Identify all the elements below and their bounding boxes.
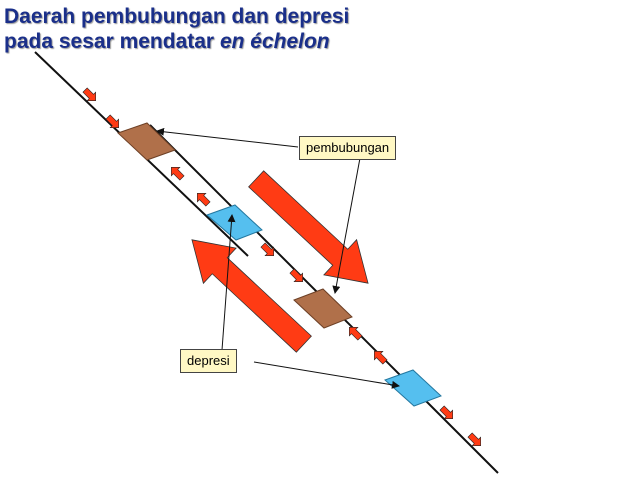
leader-depresi-upper xyxy=(221,214,236,351)
small-arrow xyxy=(105,114,119,128)
title-line-2-main: pada sesar mendatar xyxy=(4,30,220,53)
depresi-zone-lower xyxy=(384,369,442,407)
small-arrow xyxy=(260,242,274,256)
small-arrow xyxy=(439,405,453,419)
pembubungan-zone-lower xyxy=(293,288,353,329)
small-arrow xyxy=(171,167,185,181)
label-depresi: depresi xyxy=(180,349,237,373)
small-arrows-bottom xyxy=(439,405,481,446)
small-arrow xyxy=(197,193,211,207)
pembubungan-zone-upper xyxy=(117,122,176,161)
diagram-title: Daerah pembubungan dan depresi pada sesa… xyxy=(4,4,349,54)
title-line-1: Daerah pembubungan dan depresi xyxy=(4,5,350,28)
large-arrow-up-left xyxy=(191,239,312,353)
leader-pembubungan-lower xyxy=(332,157,361,294)
title-line-2-italic: en échelon xyxy=(219,30,330,53)
small-arrows-upper-fault xyxy=(82,87,119,128)
small-arrow xyxy=(349,327,363,341)
large-arrow-down-right xyxy=(248,170,369,284)
leader-pembubungan-upper xyxy=(156,127,299,148)
small-arrow xyxy=(82,87,96,101)
label-pembubungan: pembubungan xyxy=(299,136,397,160)
title-line-2: pada sesar mendatar en échelon xyxy=(4,29,349,54)
small-arrow xyxy=(374,351,388,365)
depresi-zone-upper xyxy=(206,204,263,241)
small-arrows-middle-down xyxy=(260,242,303,282)
leader-depresi-lower xyxy=(253,361,400,389)
small-arrows-middle-up xyxy=(171,167,211,207)
small-arrow xyxy=(289,268,303,282)
small-arrow xyxy=(467,432,481,446)
small-arrows-lower-up xyxy=(349,327,388,365)
